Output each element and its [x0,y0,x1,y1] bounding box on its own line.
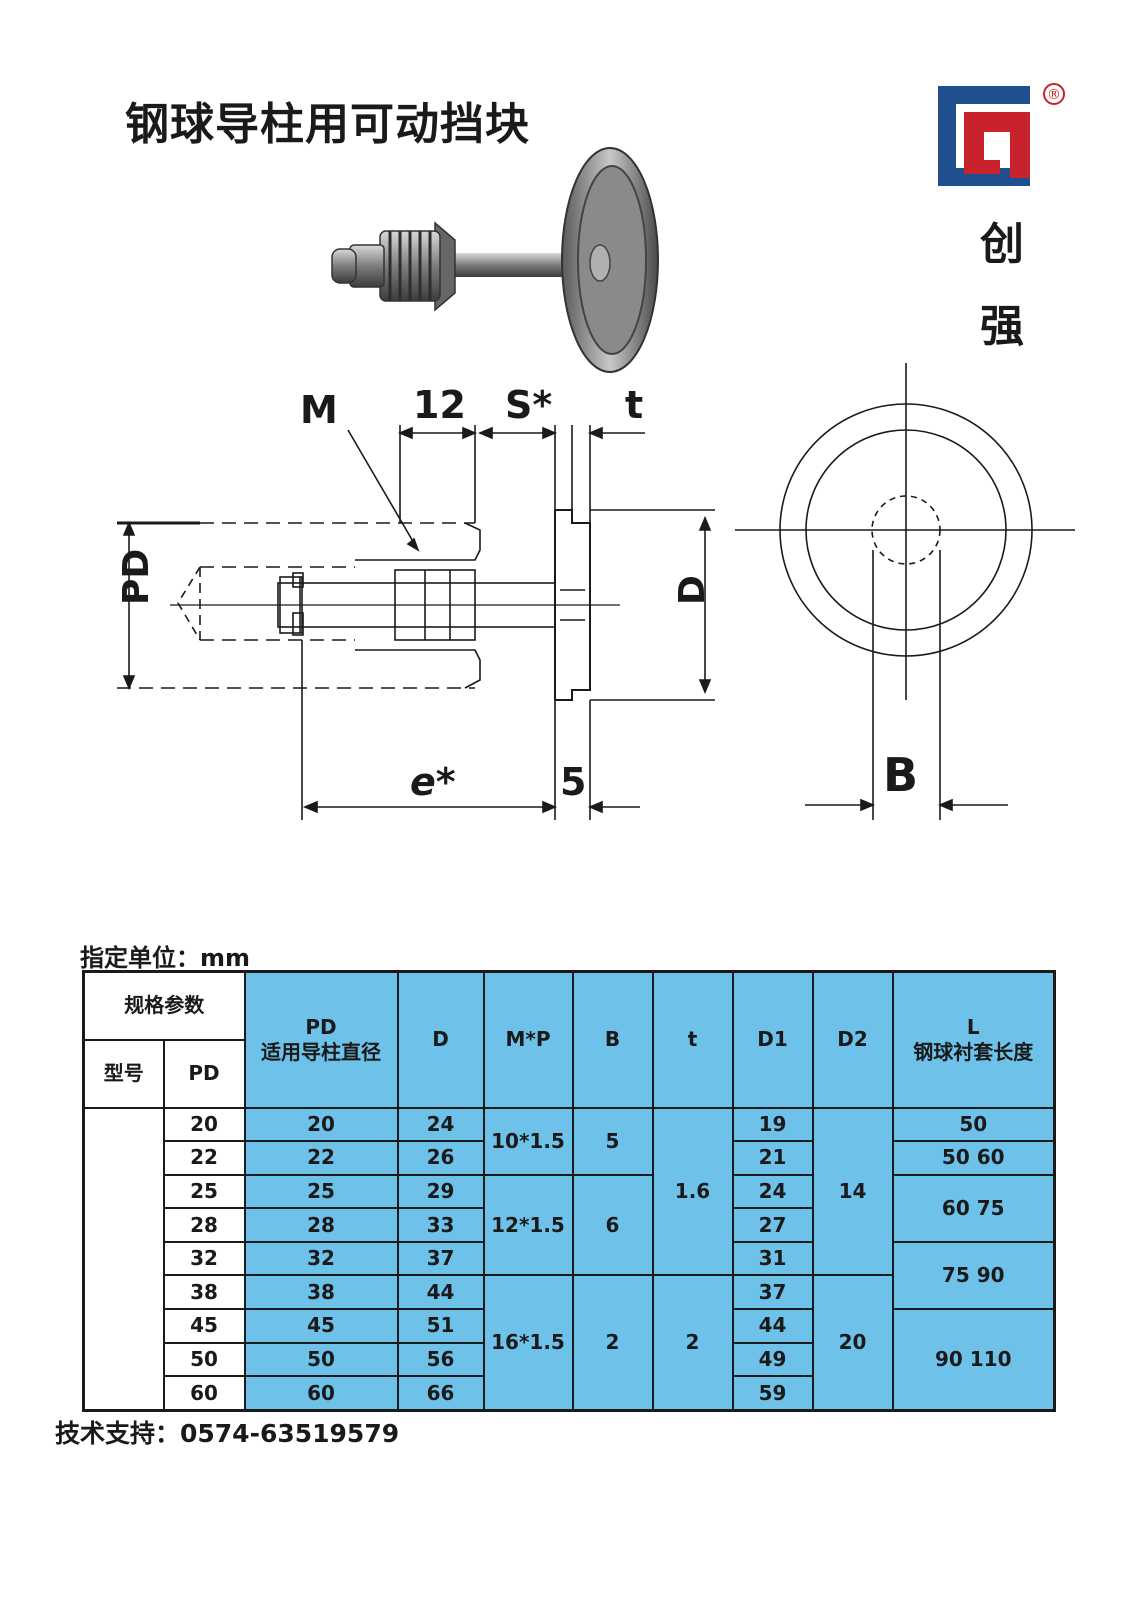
cell-b: 5 [571,1106,654,1176]
brand-char-1: 创 [980,219,1024,270]
label-m: M [300,388,338,432]
label-s: S* [505,383,552,427]
cell-b: 6 [571,1173,654,1277]
cell-pd: 45 [162,1308,246,1344]
cell-d1: 24 [731,1173,814,1210]
cell-d1: 37 [731,1274,814,1311]
label-pd: PD [116,549,157,605]
header-model: 型号 [82,1038,165,1109]
cell-pd2: 38 [243,1274,399,1311]
cell-t: 1.6 [651,1106,734,1277]
cell-d: 26 [396,1140,485,1176]
cell-pd: 25 [162,1173,246,1210]
header-d1: D1 [731,970,814,1109]
cell-pd2: 32 [243,1240,399,1277]
cell-mp: 12*1.5 [482,1173,574,1277]
cell-d: 24 [396,1106,485,1143]
label-b: B [883,748,918,802]
label-t: t [625,383,643,427]
page-title: 钢球导柱用可动挡块 [125,99,530,150]
cell-d: 44 [396,1274,485,1311]
cell-pd2: 45 [243,1308,399,1344]
label-d: D [672,575,713,605]
cell-d1: 49 [731,1341,814,1378]
cell-d: 37 [396,1240,485,1277]
cell-mp: 10*1.5 [482,1106,574,1176]
cell-pd2: 22 [243,1140,399,1176]
header-spec-params: 规格参数 [82,970,246,1041]
cell-pd: 60 [162,1375,246,1412]
brand-char-2: 强 [980,301,1024,352]
cell-d1: 21 [731,1140,814,1176]
cell-d1: 59 [731,1375,814,1412]
cell-t: 2 [651,1274,734,1412]
cell-pd: 38 [162,1274,246,1311]
cell-mp: 16*1.5 [482,1274,574,1412]
cell-d: 33 [396,1207,485,1243]
cell-d: 66 [396,1375,485,1412]
cell-l: 60 75 [891,1173,1056,1243]
cell-l: 50 [891,1106,1056,1143]
cell-l: 90 110 [891,1308,1056,1412]
cell-pd: 32 [162,1240,246,1277]
header-mp: M*P [482,970,574,1109]
registered-mark: ® [1047,87,1061,103]
model-cell [82,1106,165,1412]
cell-pd: 20 [162,1106,246,1143]
cell-d: 56 [396,1341,485,1378]
cell-pd2: 25 [243,1173,399,1210]
header-t: t [651,970,734,1109]
cell-d1: 27 [731,1207,814,1243]
unit-label: 指定单位：mm [80,944,251,972]
label-5: 5 [560,760,586,804]
header-d: D [396,970,485,1109]
label-12: 12 [413,383,466,427]
cell-d: 29 [396,1173,485,1210]
cell-l: 50 60 [891,1140,1056,1176]
cell-pd2: 60 [243,1375,399,1412]
cell-d1: 31 [731,1240,814,1277]
cell-b: 2 [571,1274,654,1412]
cell-d: 51 [396,1308,485,1344]
cell-l: 75 90 [891,1240,1056,1311]
header-b: B [571,970,654,1109]
brand-logo: ® [938,83,1065,186]
cell-pd2: 28 [243,1207,399,1243]
cell-pd2: 20 [243,1106,399,1143]
header-pd: PD [162,1038,246,1109]
cell-d1: 44 [731,1308,814,1344]
cell-pd: 50 [162,1341,246,1378]
header-d2: D2 [811,970,894,1109]
label-e: e* [410,760,456,804]
cell-pd2: 50 [243,1341,399,1378]
tech-support: 技术支持：0574-63519579 [55,1419,400,1448]
cell-d1: 19 [731,1106,814,1143]
cell-pd: 22 [162,1140,246,1176]
cell-d2: 14 [811,1106,894,1277]
product-photo [331,147,659,373]
technical-drawing: M 12 S* t PD D e* 5 B [116,363,1075,820]
cell-pd: 28 [162,1207,246,1243]
cell-d2: 20 [811,1274,894,1412]
